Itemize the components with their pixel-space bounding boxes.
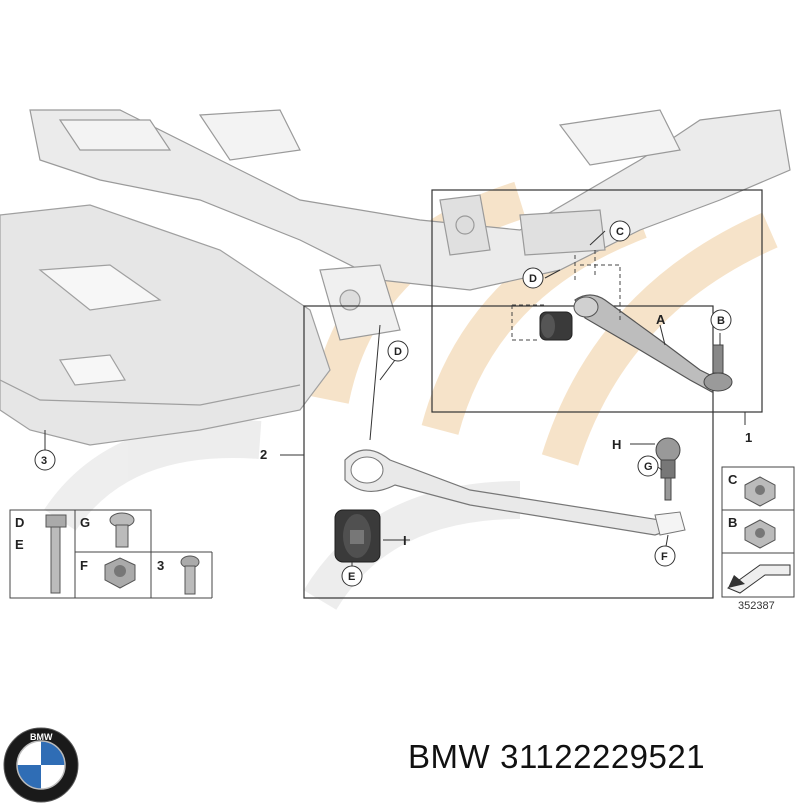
label-h: H bbox=[612, 437, 621, 452]
table-label-3: 3 bbox=[157, 558, 164, 573]
table-label-e: E bbox=[15, 537, 24, 552]
table-label-d: D bbox=[15, 515, 24, 530]
underbody-plate bbox=[0, 204, 331, 446]
callout-d-top: D bbox=[529, 273, 537, 285]
nut-table bbox=[721, 466, 795, 598]
callout-f: F bbox=[661, 551, 668, 563]
footer-brand: BMW bbox=[408, 738, 491, 775]
callout-d-circle-mid bbox=[387, 340, 409, 362]
front-subframe bbox=[29, 109, 791, 341]
logo-text: BMW bbox=[30, 732, 53, 742]
table-label-g: G bbox=[80, 515, 90, 530]
label-1: 1 bbox=[745, 430, 752, 445]
callout-g-circle bbox=[637, 455, 659, 477]
control-arm-a bbox=[573, 294, 733, 393]
bushing-i bbox=[334, 509, 381, 563]
nut-label-b: B bbox=[728, 515, 737, 530]
label-a: A bbox=[656, 312, 666, 327]
ball-joint-h bbox=[655, 437, 681, 501]
assembly-2-frame bbox=[303, 305, 714, 599]
tension-strut bbox=[344, 449, 686, 536]
callout-b-circle bbox=[710, 309, 732, 331]
nut-items: C B bbox=[726, 472, 791, 594]
table-label-f: F bbox=[80, 558, 88, 573]
callout-g: G bbox=[644, 461, 653, 473]
callout-c: C bbox=[616, 226, 624, 238]
bmw-logo: BMW bbox=[3, 727, 79, 803]
callout-d-circle-top bbox=[522, 267, 544, 289]
fastener-table bbox=[9, 509, 213, 599]
callout-c-circle bbox=[609, 220, 631, 242]
footer-part-number: 31122229521 bbox=[500, 738, 706, 775]
label-2: 2 bbox=[260, 447, 267, 462]
callout-3: 3 bbox=[41, 455, 47, 467]
bushing-d-upper bbox=[539, 311, 573, 341]
drawing-number: 352387 bbox=[738, 600, 775, 612]
callout-3-circle bbox=[34, 449, 56, 471]
nut-label-c: C bbox=[728, 472, 738, 487]
callout-f-circle bbox=[654, 545, 676, 567]
callout-e-circle bbox=[341, 565, 363, 587]
callout-e: E bbox=[348, 571, 355, 583]
assembly-1-frame bbox=[431, 189, 763, 413]
callout-d-mid: D bbox=[394, 346, 402, 358]
bracket-dashed bbox=[511, 250, 621, 341]
label-i: I bbox=[403, 533, 407, 548]
fastener-items: D E G F 3 bbox=[15, 512, 200, 595]
callout-b: B bbox=[717, 315, 725, 327]
